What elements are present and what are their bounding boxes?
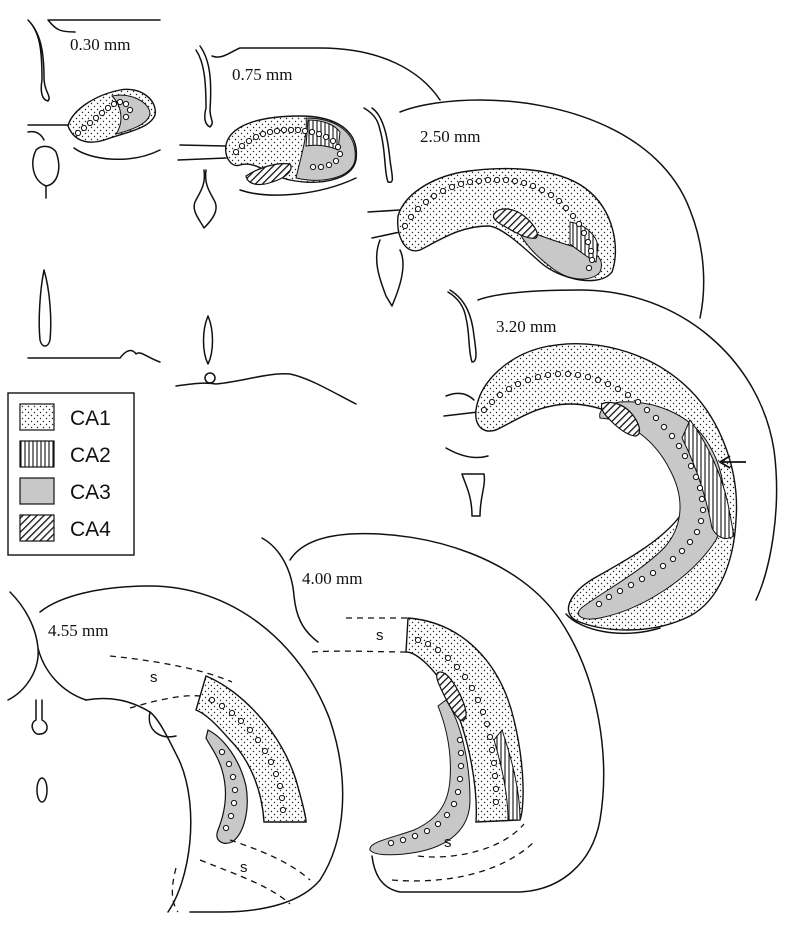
- arrow-left-icon: [718, 455, 746, 469]
- subiculum-label-400-b: s: [444, 834, 452, 851]
- section-2-50mm: 2.50 mm: [363, 99, 705, 319]
- pyramidal-cells: [74, 98, 134, 137]
- legend-label-ca2: CA2: [70, 444, 111, 467]
- subiculum-label-400-a: s: [376, 627, 384, 644]
- section-3-20mm: 3.20 mm: [443, 289, 778, 634]
- legend-swatch-ca1: [19, 403, 55, 431]
- legend-swatch-ca4: [19, 514, 55, 542]
- legend: CA1 CA2 CA3 CA4: [7, 392, 135, 556]
- legend-label-ca1: CA1: [70, 407, 111, 430]
- pyramidal-cells: [480, 370, 707, 608]
- legend-item-ca3: CA3: [19, 477, 111, 505]
- legend-swatch-ca2: [19, 440, 55, 468]
- section-0-75mm: 0.75 mm: [177, 45, 441, 229]
- legend-item-ca2: CA2: [19, 440, 111, 468]
- pyramidal-cells: [232, 126, 344, 171]
- section-label-400: 4.00 mm: [302, 569, 362, 588]
- section-label-075: 0.75 mm: [232, 65, 292, 84]
- midline-outlines: [27, 269, 357, 405]
- section-4-00mm: s s 4.00 mm: [261, 532, 605, 893]
- section-label-455: 4.55 mm: [48, 621, 108, 640]
- pyramidal-cells: [387, 636, 500, 847]
- section-label-250: 2.50 mm: [420, 127, 480, 146]
- pyramidal-cells: [401, 176, 596, 272]
- pyramidal-cells: [208, 696, 287, 832]
- section-0-30mm: 0.30 mm: [27, 19, 161, 199]
- legend-item-ca4: CA4: [19, 514, 111, 542]
- legend-label-ca4: CA4: [70, 518, 111, 541]
- section-4-55mm: s s 4.55 mm: [7, 585, 344, 913]
- section-label-320: 3.20 mm: [496, 317, 556, 336]
- legend-swatch-ca3: [19, 477, 55, 505]
- subiculum-label-455-a: s: [150, 669, 158, 686]
- legend-item-ca1: CA1: [19, 403, 111, 431]
- section-label-030: 0.30 mm: [70, 35, 130, 54]
- legend-label-ca3: CA3: [70, 481, 111, 504]
- subiculum-label-455-b: s: [240, 859, 248, 876]
